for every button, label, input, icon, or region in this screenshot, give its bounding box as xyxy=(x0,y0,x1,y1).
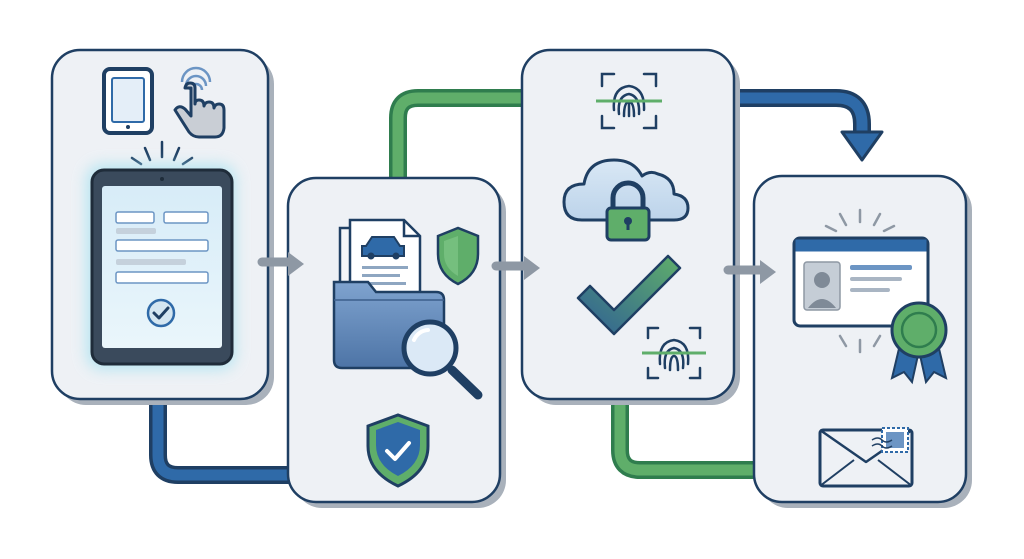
connector-2-3 xyxy=(491,256,540,280)
tablet-form-icon xyxy=(86,164,236,370)
id-card-icon xyxy=(792,236,930,328)
connector-1-2 xyxy=(257,252,304,276)
checkmark-icon xyxy=(576,254,682,336)
connector-3-4 xyxy=(723,260,776,284)
id-card-rays xyxy=(824,208,896,354)
shield-icon xyxy=(436,226,480,286)
fingerprint-icon xyxy=(642,326,706,380)
cloud-lock-icon xyxy=(562,158,690,242)
fingerprint-scan-icon xyxy=(596,72,662,130)
form-checkmark-icon xyxy=(146,298,176,328)
tablet-glow-rays xyxy=(130,140,194,166)
shield-check-icon xyxy=(366,413,430,488)
tap-hand-icon xyxy=(173,66,226,139)
tablet-icon xyxy=(102,67,154,135)
arrow-stage3-to-stage4-top xyxy=(734,89,884,162)
envelope-stamp-icon xyxy=(818,427,914,488)
magnifier-icon xyxy=(401,319,483,400)
award-ribbon-icon xyxy=(890,301,948,385)
